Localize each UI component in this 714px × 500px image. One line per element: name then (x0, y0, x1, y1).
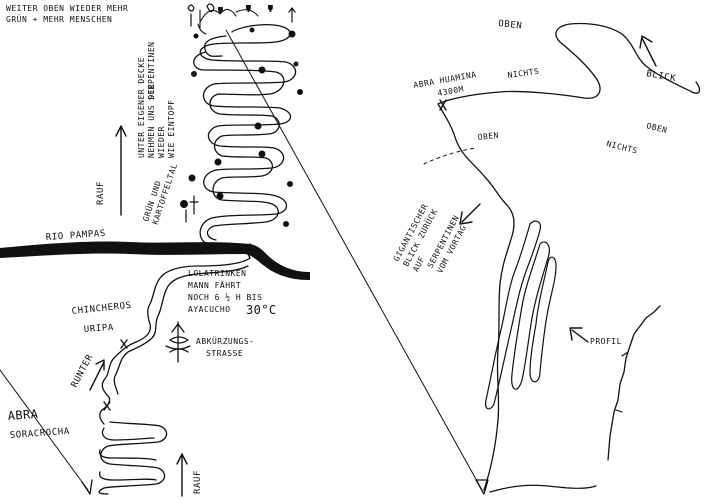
up-arrow-bottom (176, 453, 188, 497)
shortcut-note: ABKÜRZUNGS- STRASSE (196, 336, 254, 358)
label-blick: BLICK (645, 69, 676, 84)
header-line-1: WEITER OBEN WIEDER MEHR (6, 4, 128, 13)
svg-text:ψ: ψ (246, 3, 251, 12)
vertical-note: UNTER EIGENER DECKE NEHMEN UNS DIE SERPE… (137, 42, 176, 158)
runter-label: RUNTER (70, 353, 96, 390)
truck-note-line-3: NOCH 6 ½ H BIS (188, 292, 262, 302)
serpentine-road-top (193, 8, 297, 251)
bridge-mark (243, 243, 257, 259)
header-line-2: GRÜN + MEHR MENSCHEN (6, 14, 112, 24)
truck-note-line-4: AYACUCHO (188, 305, 231, 314)
guide-line-center (225, 29, 483, 491)
ridge-line (423, 22, 701, 491)
down-arrow-runter (89, 359, 105, 391)
up-arrow-top (115, 125, 127, 216)
shortcut-note-line-1: ABKÜRZUNGS- (196, 336, 254, 346)
guide-line-center-arrowhead (475, 479, 489, 495)
green-note: GRÜN UND KARTOFFELTAL (140, 162, 179, 225)
truck-note-line-2: MANN FÄHRT (188, 280, 241, 290)
river-label: RIO PAMPAS (46, 229, 107, 243)
elevation-profile (607, 305, 661, 461)
return-arrow (459, 203, 481, 225)
label-profil: PROFIL (590, 337, 622, 346)
vertical-note-line-2: NEHMEN UNS DIE (147, 84, 156, 158)
dashed-path (423, 147, 477, 165)
shortcut-symbol (165, 321, 191, 363)
left-panel: WEITER OBEN WIEDER MEHR GRÜN + MEHR MENS… (0, 3, 310, 497)
place-chincheros: CHINCHEROS (71, 301, 132, 317)
svg-text:ψ: ψ (268, 3, 273, 12)
crossing-x-1 (120, 339, 128, 349)
label-oben-mid: OBEN (477, 131, 499, 142)
pass-label-line-1: ABRA (7, 407, 39, 423)
svg-text:ψ: ψ (218, 5, 223, 14)
return-note: GIGANTISCHER BLICK ZURÜCK AUF SERPENTINE… (392, 202, 468, 274)
vertical-note-line-5: WIE EINTOPF (167, 100, 176, 158)
truck-note-line-1: LOLATRINKEN (188, 269, 246, 278)
label-oben-right: OBEN (646, 121, 669, 135)
truck-note: LOLATRINKEN MANN FÄHRT NOCH 6 ½ H BIS AY… (188, 269, 262, 314)
bottom-road (489, 484, 597, 493)
vertical-note-line-3: SERPENTINEN (147, 42, 156, 100)
river-rio-pampas (0, 241, 310, 280)
place-uripa: URIPA (84, 323, 115, 335)
profil-arrow (569, 327, 589, 343)
pass-label-line-2: SORACROCHA (10, 427, 71, 441)
label-nichts-2: NICHTS (606, 139, 639, 155)
rauf-label-top: RAUF (96, 181, 106, 205)
serpentine-road-bottom (98, 421, 168, 495)
pass-cross-mark (439, 99, 447, 111)
right-panel: OBEN ABRA HUAMINA 4300M NICHTS BLICK OBE… (392, 19, 701, 493)
temperature-label: 30°C (246, 303, 277, 317)
guide-line-left (0, 369, 89, 491)
crossing-x-2 (103, 401, 111, 411)
vertical-note-line-1: UNTER EIGENER DECKE (137, 57, 146, 158)
shortcut-note-line-2: STRASSE (206, 349, 243, 358)
pass-altitude: 4300M (437, 84, 465, 97)
label-oben-top: OBEN (498, 19, 523, 31)
rauf-label-bottom: RAUF (193, 470, 203, 494)
road-lower (99, 257, 251, 425)
guide-line-left-arrowhead (81, 479, 93, 495)
label-nichts-1: NICHTS (507, 67, 540, 80)
vertical-note-line-4: WIEDER (157, 126, 166, 158)
serpentine-loops (485, 220, 557, 410)
blick-arrow (639, 35, 657, 67)
